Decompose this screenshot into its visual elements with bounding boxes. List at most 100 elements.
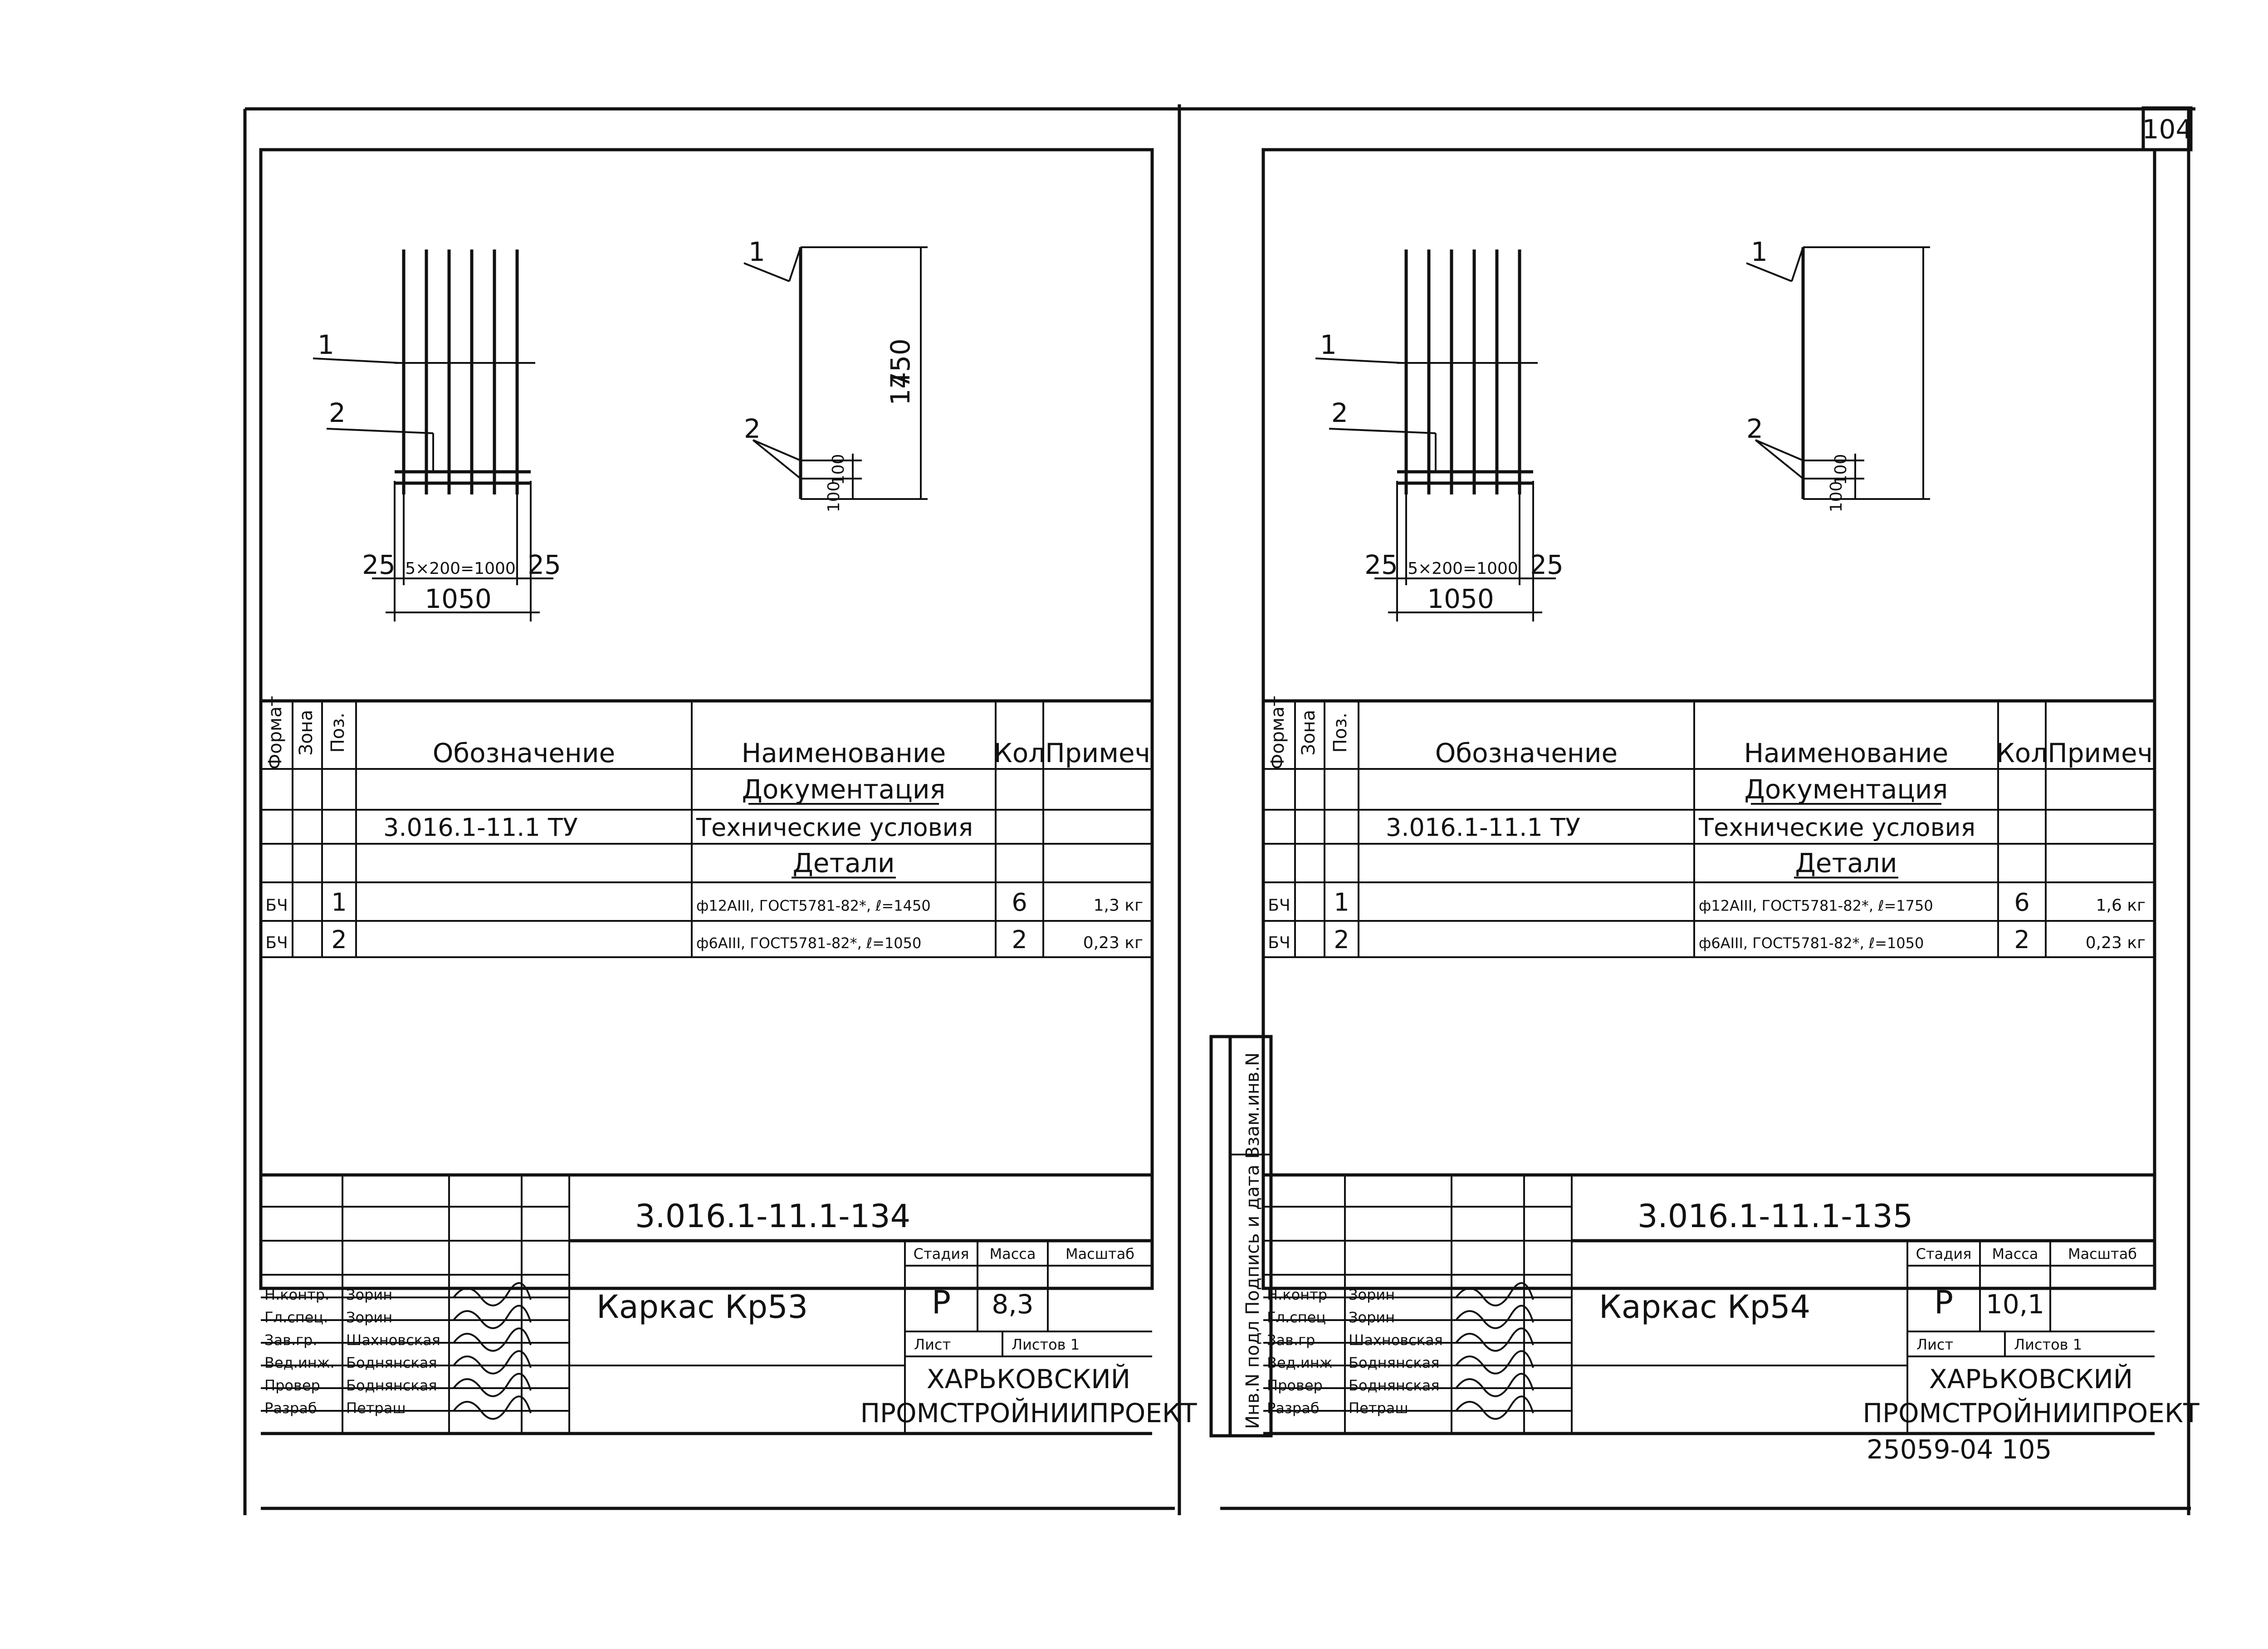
side-leader-2b [1755,439,1804,480]
page-number-top: 104 [2142,114,2193,145]
header-note: Примеч [1045,738,1150,768]
drawing-title: Каркас Кр54 [1599,1288,1810,1326]
cell-qty: 2 [1012,925,1027,954]
signature-mark [453,1350,532,1375]
dim-edge-right-label: 25 [1530,549,1564,580]
stamp-role: Н.контр [1267,1286,1327,1303]
drawing-code: 3.016.1-11.1-135 [1637,1198,1913,1235]
dim-spacing-label: 5×200=1000 [405,559,516,578]
sheets-label: Листов 1 [1012,1336,1080,1353]
dim-width-label: 1050 [425,583,492,614]
header-qty: Кол [1996,738,2048,768]
stamp-role: Гл.спец [1267,1309,1326,1326]
cell-name: Технические условия [1698,813,1975,842]
cell-note: 1,3 кг [1094,896,1143,915]
page-number-bottom: 25059-04 105 [1867,1434,2052,1465]
org-line-2: ПРОМСТРОЙНИИПРОЕКТ [1862,1397,2200,1429]
dim-width-label: 1050 [1427,583,1494,614]
sheet-label: Лист [1916,1336,1953,1353]
header-qty: Кол [994,738,1046,768]
stamp-person-name: Боднянская [1349,1354,1440,1371]
side-leader-2a [753,439,801,461]
side-leader-1 [743,262,790,282]
cell-pos: 1 [1334,888,1349,917]
signature-mark [453,1373,532,1397]
leader-1-label: 1 [318,329,334,360]
mass-value: 10,1 [1986,1289,2044,1320]
signature-mark [1455,1373,1534,1397]
stamp-role: Разраб [1267,1399,1320,1417]
side-leader-1 [1746,262,1792,282]
side-dim-100-label: 100 [1832,454,1850,485]
cell-qty: 6 [2014,888,2029,917]
cell-designation: 3.016.1-11.1 ТУ [383,813,578,842]
cell-name: ф12АIII, ГОСТ5781-82*, ℓ=1750 [1699,897,1933,915]
header-pos: Поз. [327,713,348,753]
cell-format: БЧ [265,896,288,915]
signature-mark [1455,1395,1534,1420]
stamp-person-name: Шахновская [346,1331,440,1349]
drawing-code: 3.016.1-11.1-134 [635,1198,910,1235]
leader-2-label: 2 [1331,397,1348,428]
cell-name: Документация [1745,774,1948,805]
stamp-person-name: Шахновская [1349,1331,1443,1349]
cell-qty: 6 [1012,888,1027,917]
side-leader-1-label: 1 [748,236,765,267]
org-line-1: ХАРЬКОВСКИЙ [1929,1363,2133,1395]
signature-mark [453,1327,532,1352]
stamp-person-name: Зорин [346,1286,392,1303]
inner-frame [259,148,1154,1290]
stamp-role: Гл.спец. [264,1309,328,1326]
org-line-1: ХАРЬКОВСКИЙ [927,1363,1130,1395]
leader-1-label: 1 [1320,329,1337,360]
side-leader-1-end [788,247,802,282]
header-name: Наименование [1744,738,1949,768]
side-dim-100b-label: 100 [1827,481,1846,513]
signature-mark [453,1395,532,1420]
stamp-person-name: Боднянская [346,1354,437,1371]
stamp-person-name: Зорин [1349,1286,1395,1303]
cell-qty: 2 [2014,925,2029,954]
inner-frame [1261,148,2156,1290]
side-stamp-box [1228,1035,1273,1438]
stamp-role: Разраб [264,1399,317,1417]
stamp-role: Зав.гр. [264,1331,317,1349]
cell-format: БЧ [1268,934,1290,952]
cell-format: БЧ [265,934,288,952]
header-zone: Зона [296,710,317,756]
stamp-role: Вед.инж. [264,1354,335,1371]
stage-label: Стадия [914,1245,969,1262]
header-designation: Обозначение [1435,738,1618,768]
mass-label: Масса [1992,1245,2038,1262]
leader-1-line [1315,357,1402,364]
leader-2-line [1329,428,1436,434]
scale-label: Масштаб [1066,1245,1134,1262]
cell-name: Технические условия [696,813,973,842]
side-leader-1-label: 1 [1751,236,1768,267]
mass-label: Масса [989,1245,1036,1262]
dim-edge-right-label: 25 [528,549,561,580]
stamp-person-name: Боднянская [346,1377,437,1394]
cell-name: Детали [792,848,894,879]
mass-value: 8,3 [992,1289,1033,1320]
stamp-role: Провер [264,1377,320,1394]
side-dim-100b-label: 100 [825,481,843,513]
leader-2-line [326,428,434,434]
side-leader-2-label: 2 [1746,413,1763,444]
stamp-person-name: Петраш [346,1399,406,1417]
signature-mark [1455,1327,1534,1352]
stamp-person-name: Боднянская [1349,1377,1440,1394]
side-leader-2b [752,439,802,480]
stage-value: Р [932,1284,951,1321]
dim-edge-left-label: 25 [362,549,396,580]
sheets-label: Листов 1 [2014,1336,2082,1353]
stage-label: Стадия [1916,1245,1972,1262]
stage-value: Р [1934,1284,1953,1321]
cell-pos: 2 [331,925,347,954]
header-name: Наименование [742,738,946,768]
cell-designation: 3.016.1-11.1 ТУ [1386,813,1580,842]
side-length-label: 1750 [885,338,916,406]
